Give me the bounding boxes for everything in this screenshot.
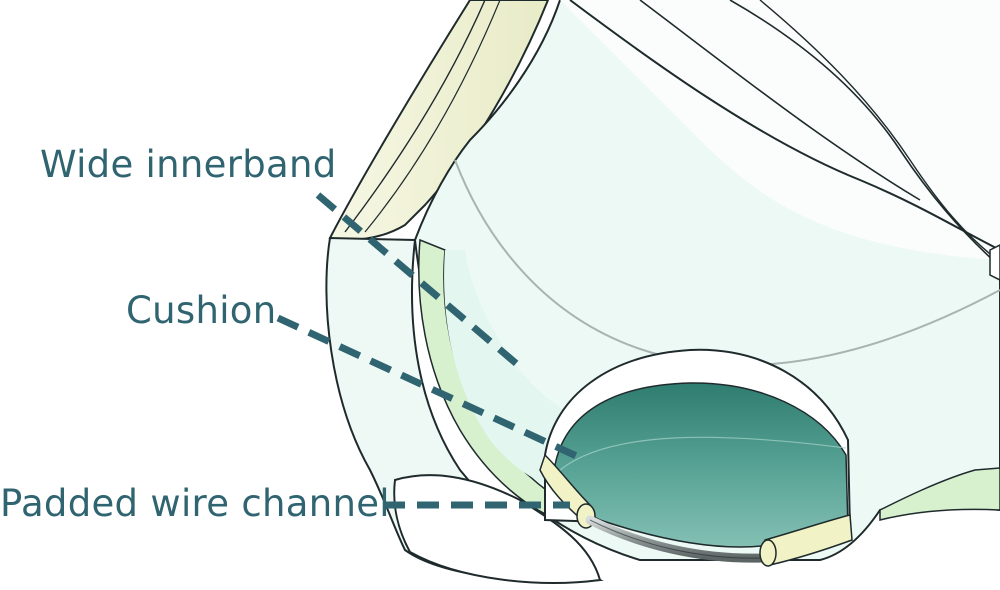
callout-label-cushion: Cushion bbox=[126, 289, 277, 332]
wire-channel-right bbox=[764, 514, 853, 566]
callout-label-wide-innerband: Wide innerband bbox=[40, 143, 337, 186]
bottom-hem bbox=[393, 474, 602, 584]
leader-line-innerband bbox=[315, 192, 521, 368]
leader-line-cushion bbox=[276, 314, 587, 464]
cup-interior bbox=[560, 0, 1000, 260]
strap-left bbox=[328, 0, 550, 241]
strap-clip bbox=[989, 244, 1000, 281]
callout-label-padded-wire-channel: Padded wire channel bbox=[0, 482, 390, 525]
